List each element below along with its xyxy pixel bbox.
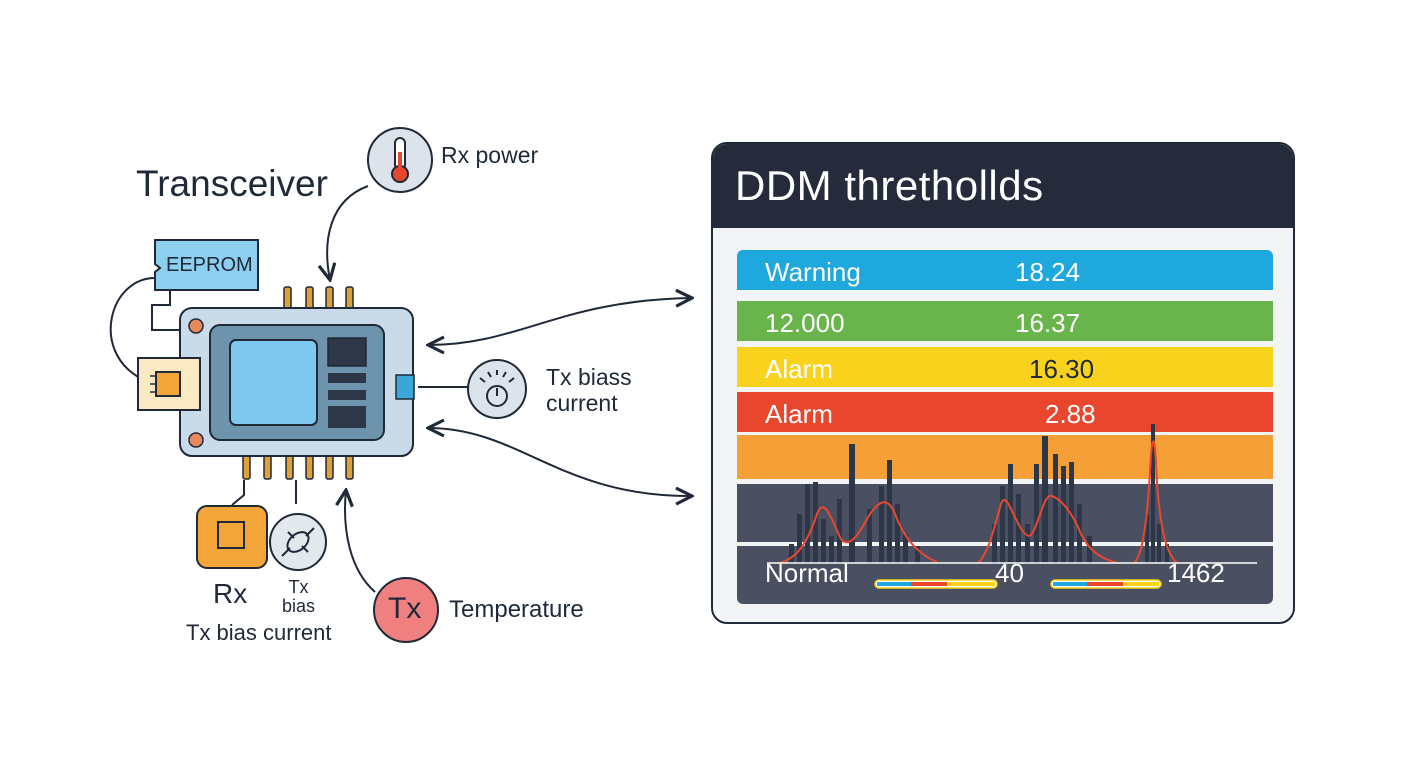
band-value: 2.88: [1045, 399, 1096, 429]
normal-legend-bars: [874, 579, 1162, 589]
bottom-pins: [242, 454, 354, 480]
ddm-histogram: [767, 424, 1257, 564]
eeprom-block: [154, 239, 259, 291]
band-orange: [737, 435, 1273, 479]
board-block-2: [328, 373, 366, 383]
thermometer-icon: [367, 127, 433, 193]
arrow-to-ddm-top: [428, 298, 692, 345]
board-block-1: [327, 337, 367, 367]
tx-bias-short-label: Tx bias: [282, 577, 316, 616]
histogram-curves: [776, 440, 1178, 564]
tx-bias-callout-label: Tx biass current: [546, 364, 632, 416]
band-value: 18.24: [1015, 257, 1081, 287]
band-label: Alarm: [765, 354, 833, 384]
ddm-thresholds-panel: DDM threthollds Warning 18.24 12.000 16.…: [711, 142, 1295, 624]
photodiode-icon: [269, 513, 327, 571]
temperature-circle: [373, 577, 439, 643]
eeprom-wire: [109, 277, 156, 379]
board-block-4: [328, 406, 366, 428]
band-alarm-high: Alarm 16.30: [737, 347, 1273, 387]
rx-wire: [231, 480, 245, 506]
transceiver-title: Transceiver: [136, 163, 328, 204]
temperature-arrow: [345, 490, 376, 593]
eeprom-wire-2: [151, 290, 185, 331]
band-label: Warning: [765, 257, 861, 287]
rx-power-label: Rx power: [441, 142, 539, 168]
ddm-title: DDM threthollds: [735, 162, 1044, 209]
side-chip: [137, 357, 201, 411]
rx-chip: [196, 505, 268, 569]
board-mount-bottom: [188, 432, 204, 448]
band-value: 16.30: [1029, 354, 1095, 384]
rx-power-arrow: [327, 185, 369, 280]
eeprom-label: EEPROM: [166, 254, 253, 276]
rx-label: Rx: [213, 578, 248, 609]
ddm-header: DDM threthollds: [713, 144, 1293, 228]
temperature-label: Temperature: [449, 596, 584, 623]
band-limit: 12.000 16.37: [737, 301, 1273, 341]
tx-bias-current-label: Tx bias current: [186, 620, 332, 645]
gauge-icon: [467, 359, 527, 419]
board-connector: [395, 374, 415, 400]
board-screen: [229, 339, 318, 426]
tx-circle-label: Tx: [388, 592, 422, 625]
band-alarm-low: Alarm 2.88: [737, 392, 1273, 432]
board-block-3: [328, 390, 366, 400]
band-label: 12.000: [765, 308, 845, 338]
band-warning: Warning 18.24: [737, 250, 1273, 290]
band-label: Alarm: [765, 399, 833, 429]
top-pins: [283, 286, 354, 310]
band-value: 16.37: [1015, 308, 1081, 338]
board-mount-top: [188, 318, 204, 334]
arrow-to-ddm-bottom: [428, 428, 692, 496]
